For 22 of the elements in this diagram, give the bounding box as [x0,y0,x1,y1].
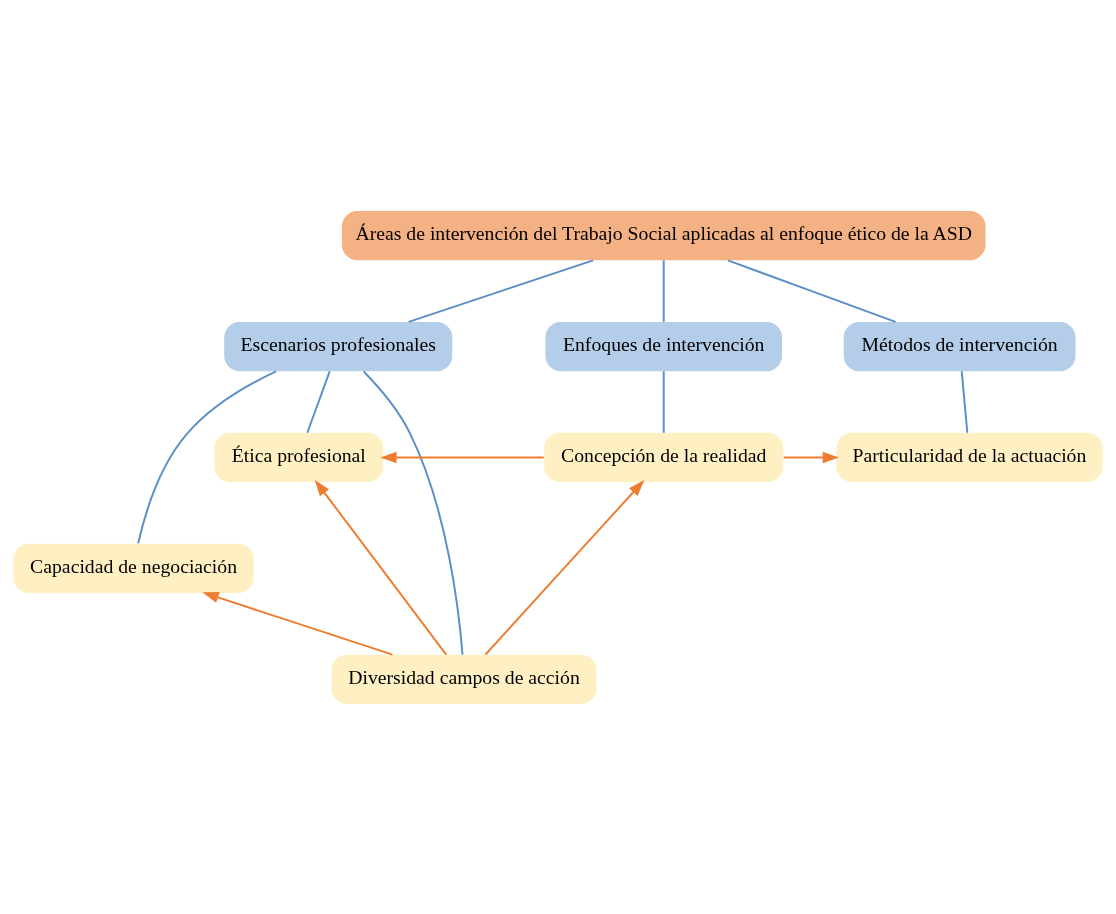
connector [137,369,278,544]
connector [960,369,969,434]
connector [407,258,595,323]
connector [362,370,464,656]
node-box: Capacidad de negociación [13,543,254,593]
arrow [484,479,645,655]
node-box: Métodos de intervención [843,321,1076,371]
arrow [782,451,839,463]
node-box: Enfoques de intervención [545,321,783,371]
connector [726,258,897,323]
arrow [202,591,394,656]
node-box: Áreas de intervención del Trabajo Social aplicadas al enfoque ético de la ASD [341,210,986,260]
connector [306,369,331,434]
node-box: Diversidad campos de acción [331,654,597,704]
connector [662,369,665,434]
node-box: Escenarios profesionales [224,321,453,371]
node-box: Particularidad de la actuación [836,432,1103,482]
arrow [314,479,448,655]
node-box: Ética profesional [214,432,384,482]
connector [662,258,665,323]
node-box: Concepción de la realidad [544,432,784,482]
arrow [380,451,545,463]
